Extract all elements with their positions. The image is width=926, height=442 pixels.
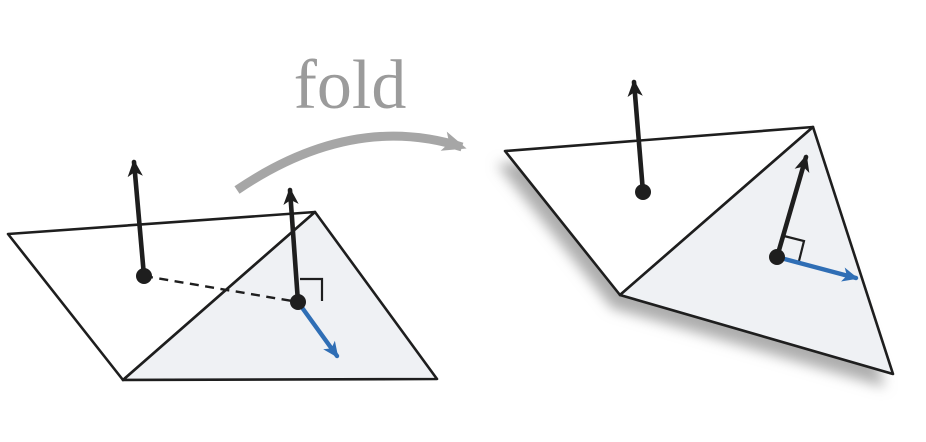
face-point-left-shaded — [290, 294, 306, 310]
centroid-connector-dashed — [143, 274, 299, 304]
normal-arrow-right-white — [627, 79, 646, 195]
edge-vector-arrow-right — [774, 254, 859, 282]
right-angle-marker-left — [300, 277, 324, 301]
fold-label: fold — [294, 47, 407, 124]
folded-figure — [497, 79, 895, 387]
normal-arrow-right-shaded — [774, 154, 810, 260]
right-angle-marker-right — [783, 234, 806, 262]
unfolded-shaded-face — [121, 210, 439, 382]
fold-annotation: fold — [234, 47, 467, 194]
normal-arrow-left-white — [127, 159, 147, 279]
fold-arc-arrow — [234, 131, 467, 194]
unfolded-figure — [6, 159, 439, 382]
face-point-right-white — [635, 184, 651, 200]
folded-shaded-face — [618, 125, 895, 376]
normal-arrow-left-shaded — [283, 187, 301, 305]
edge-vector-arrow-left — [295, 299, 340, 359]
face-point-right-shaded — [769, 249, 785, 265]
face-point-left-white — [136, 268, 152, 284]
